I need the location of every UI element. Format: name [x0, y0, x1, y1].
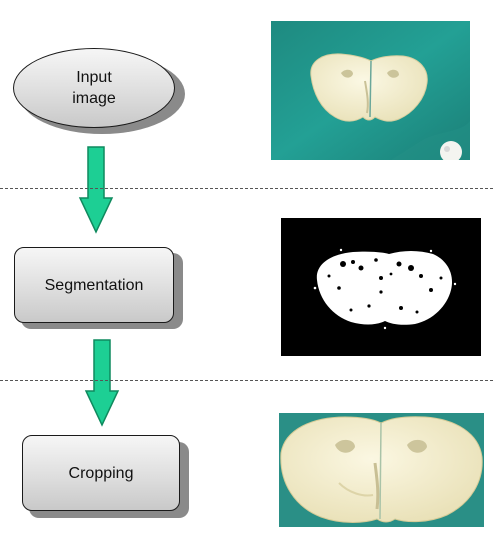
section-divider-2 — [0, 380, 493, 381]
segmentation-label: Segmentation — [44, 276, 144, 294]
flow-arrow-1 — [78, 146, 114, 234]
flow-arrow-2 — [84, 339, 120, 427]
segmentation-node: Segmentation — [14, 247, 174, 323]
cropping-node: Cropping — [22, 435, 180, 511]
input-image-label: Input image — [72, 69, 116, 107]
input-image-node: Input image — [13, 48, 175, 128]
binary-mask-icon — [281, 218, 481, 356]
cropping-label: Cropping — [68, 464, 134, 482]
brain-slice-photo-icon — [271, 21, 470, 160]
section-divider-1 — [0, 188, 493, 189]
cropped-brain-slice-icon — [279, 413, 484, 527]
